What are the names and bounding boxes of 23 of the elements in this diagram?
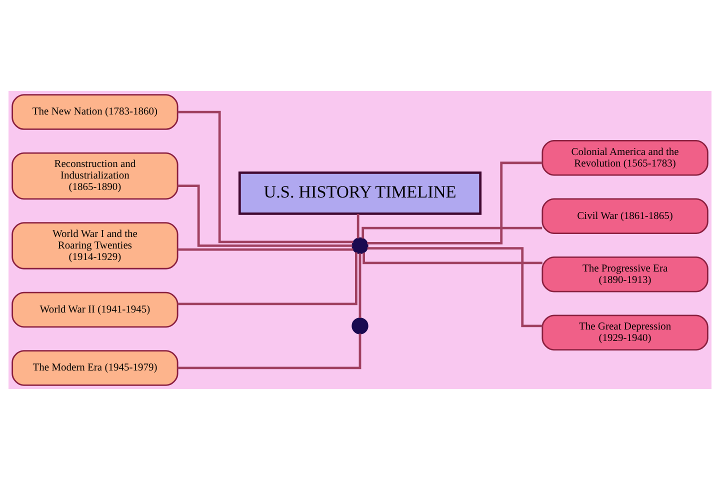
connector bbox=[358, 253, 362, 318]
node-box: The Great Depression (1929-1940) bbox=[542, 314, 708, 351]
node-box: World War II (1941-1945) bbox=[12, 292, 178, 328]
node-box: World War I and the Roaring Twenties (1914-1929) bbox=[12, 222, 178, 270]
connector bbox=[178, 184, 352, 247]
connector bbox=[178, 252, 358, 306]
node-circle bbox=[352, 237, 368, 254]
node-box: The Modern Era (1945-1979) bbox=[12, 350, 178, 386]
connector bbox=[178, 110, 354, 244]
node-box: Civil War (1861-1865) bbox=[542, 198, 708, 234]
connector bbox=[362, 252, 542, 264]
connector bbox=[362, 226, 542, 239]
connector bbox=[367, 247, 542, 328]
node-circle bbox=[352, 318, 368, 334]
connector bbox=[178, 248, 354, 251]
node-box: The New Nation (1783-1860) bbox=[12, 94, 178, 130]
node-box: U.S. HISTORY TIMELINE bbox=[238, 171, 482, 215]
connector bbox=[178, 334, 362, 370]
connector bbox=[367, 162, 542, 244]
node-box: Colonial America and the Revolution (1565-1783) bbox=[542, 140, 708, 176]
node-box: Reconstruction and Industrialization (1865-1890) bbox=[12, 152, 178, 200]
connector bbox=[356, 214, 360, 238]
node-box: The Progressive Era (1890-1913) bbox=[542, 256, 708, 292]
